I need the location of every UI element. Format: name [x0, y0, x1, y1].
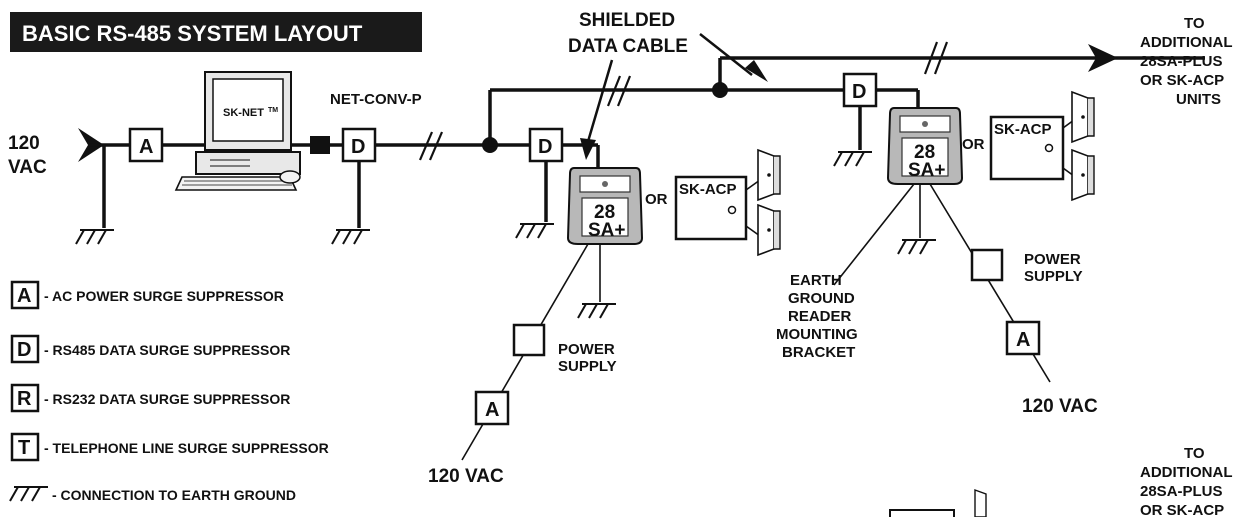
legend-symbol-r: R: [17, 388, 32, 410]
earth-bracket-3: READER: [788, 308, 852, 325]
ground-icon: [75, 229, 115, 245]
legend-text-a: - AC POWER SURGE SUPPRESSOR: [44, 288, 284, 304]
ground-icon: [577, 303, 617, 319]
vac-label-left-1: 120: [8, 133, 40, 154]
reader-1-line1: 28: [594, 202, 615, 223]
pointer-arrow-icon: [745, 60, 768, 82]
legend-text-d: - RS485 DATA SURGE SUPPRESSOR: [44, 342, 290, 358]
or-label-1: OR: [645, 191, 668, 208]
reader-1-line2: SA+: [588, 220, 626, 241]
to-additional-top-4: OR SK-ACP: [1140, 72, 1224, 89]
ground-icon: [515, 223, 555, 239]
diagram-title: BASIC RS-485 SYSTEM LAYOUT: [22, 21, 363, 46]
computer-trademark: TM: [268, 107, 278, 114]
data-suppressor-letter-3: D: [852, 81, 866, 103]
to-additional-top-2: ADDITIONAL: [1140, 34, 1233, 51]
legend-text-ground: - CONNECTION TO EARTH GROUND: [52, 487, 296, 503]
door-icon: [1071, 91, 1095, 143]
ground-icon: [833, 151, 873, 167]
power-supply-label-1a: POWER: [558, 341, 615, 358]
sk-acp-panel-2: [989, 115, 1065, 181]
ground-icon: [9, 486, 49, 502]
ac-suppressor-letter-3: A: [1016, 329, 1030, 351]
door-icon: [757, 149, 781, 201]
sk-acp-label-1: SK-ACP: [679, 181, 737, 198]
power-supply-label-1b: SUPPLY: [558, 358, 617, 375]
data-suppressor-letter-1: D: [351, 136, 365, 158]
power-supply-label-2a: POWER: [1024, 251, 1081, 268]
reader-2-line2: SA+: [908, 160, 946, 181]
ground-icon: [331, 229, 371, 245]
to-additional-top-3: 28SA-PLUS: [1140, 53, 1223, 70]
door-icon: [757, 204, 781, 256]
shielded-label-2: DATA CABLE: [568, 36, 688, 57]
ac-suppressor-letter-2: A: [485, 399, 499, 421]
power-supply-label-2b: SUPPLY: [1024, 268, 1083, 285]
to-additional-top-1: TO: [1184, 15, 1205, 32]
legend-symbol-a: A: [17, 285, 31, 307]
ac-suppressor-letter-1: A: [139, 136, 153, 158]
or-label-2: OR: [962, 136, 985, 153]
to-additional-top-5: UNITS: [1176, 91, 1221, 108]
data-suppressor-letter-2: D: [538, 136, 552, 158]
ground-icon: [897, 239, 937, 255]
computer-icon: [174, 71, 301, 191]
door-icon: [974, 489, 987, 517]
computer-screen-text: SK-NET: [223, 107, 264, 119]
earth-bracket-1: EARTH: [790, 272, 842, 289]
legend-box-a: [10, 280, 40, 310]
ac-suppressor-box-3: [1005, 320, 1041, 356]
to-additional-bottom-2: ADDITIONAL: [1140, 464, 1233, 481]
reader-2-line1: 28: [914, 142, 935, 163]
to-additional-bottom-3: 28SA-PLUS: [1140, 483, 1223, 500]
net-conv-block: [310, 136, 330, 154]
vac-label-left-2: VAC: [8, 157, 47, 178]
net-conv-label: NET-CONV-P: [330, 91, 422, 108]
pointer-arrow-icon: [580, 138, 596, 160]
shielded-label-1: SHIELDED: [579, 10, 675, 31]
earth-bracket-5: BRACKET: [782, 344, 855, 361]
power-supply-box-2: [970, 248, 1004, 282]
legend-text-t: - TELEPHONE LINE SURGE SUPPRESSOR: [44, 440, 329, 456]
legend-box-r: [10, 383, 40, 413]
legend-symbol-d: D: [17, 339, 31, 361]
ac-suppressor-box-2: [474, 390, 510, 426]
sk-acp-label-2: SK-ACP: [994, 121, 1052, 138]
to-additional-bottom-4: OR SK-ACP: [1140, 502, 1224, 517]
earth-bracket-4: MOUNTING: [776, 326, 858, 343]
legend-box-t: [10, 432, 40, 462]
door-icon: [1071, 149, 1095, 201]
legend-box-d: [10, 334, 40, 364]
legend-text-r: - RS232 DATA SURGE SUPPRESSOR: [44, 391, 290, 407]
vac-label-bottom-2: 120 VAC: [1022, 396, 1098, 417]
to-additional-bottom-1: TO: [1184, 445, 1205, 462]
sk-acp-panel-3-cropped: [889, 509, 955, 517]
earth-bracket-2: GROUND: [788, 290, 855, 307]
vac-label-bottom-1: 120 VAC: [428, 466, 504, 487]
title-bar: [10, 12, 422, 52]
legend-symbol-t: T: [18, 437, 30, 459]
power-supply-box-1: [512, 323, 546, 357]
arrow-right-icon: [1088, 44, 1118, 72]
